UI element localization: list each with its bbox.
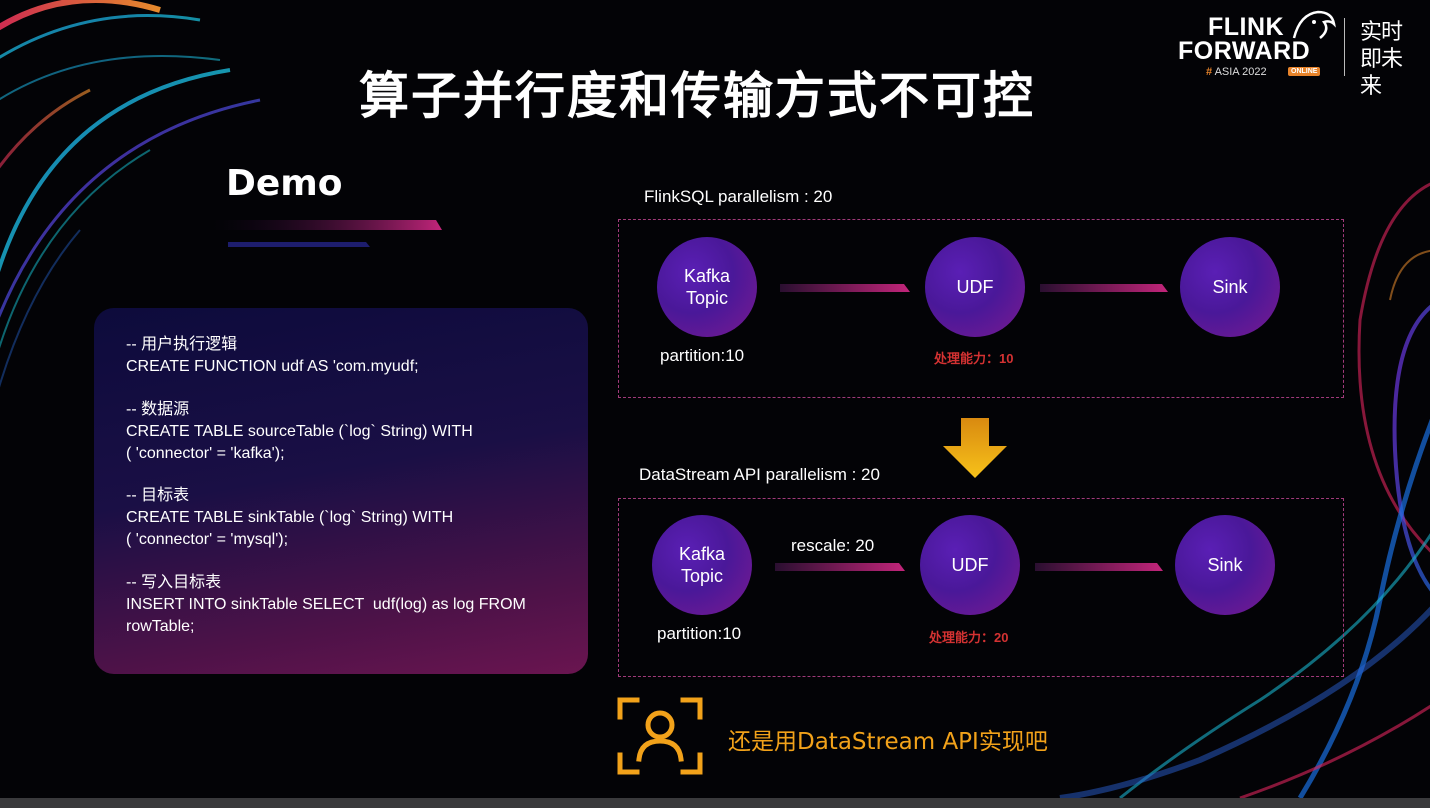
flow-top-link-1	[780, 284, 910, 292]
code-panel: -- 用户执行逻辑 CREATE FUNCTION udf AS 'com.my…	[94, 308, 588, 674]
flow-bottom-udf-node: UDF	[920, 515, 1020, 615]
code-block-source: -- 数据源 CREATE TABLE sourceTable (`log` S…	[126, 401, 473, 462]
bottom-bar	[0, 798, 1430, 808]
logo-event: # ASIA 2022	[1206, 66, 1267, 78]
demo-heading: Demo	[226, 163, 343, 204]
flow-bottom-box	[618, 498, 1344, 677]
flow-bottom-sink-label: Sink	[1207, 555, 1243, 575]
online-badge: ONLINE	[1288, 67, 1321, 76]
flow-top-link-2	[1040, 284, 1168, 292]
logo-event-text: ASIA 2022	[1214, 66, 1267, 78]
flow-top-kafka-label: Kafka Topic	[683, 266, 731, 308]
flow-bottom-sink-node: Sink	[1175, 515, 1275, 615]
flow-top-partition: partition:10	[660, 346, 745, 365]
code-block-udf: -- 用户执行逻辑 CREATE FUNCTION udf AS 'com.my…	[126, 336, 419, 375]
flow-top-label: FlinkSQL parallelism : 20	[644, 187, 833, 206]
flow-top-capacity: 处理能力：10	[934, 351, 1014, 366]
flow-top-kafka-node: Kafka Topic	[657, 237, 757, 337]
flow-bottom-kafka-node: Kafka Topic	[652, 515, 752, 615]
code-block-insert: -- 写入目标表 INSERT INTO sinkTable SELECT ud…	[126, 574, 526, 635]
page-title: 算子并行度和传输方式不可控	[359, 67, 1035, 125]
flow-top-sink-node: Sink	[1180, 237, 1280, 337]
down-arrow-icon	[943, 418, 1007, 478]
flow-bottom-rescale: rescale: 20	[791, 536, 875, 555]
logo-divider	[1344, 18, 1345, 76]
logo-slogan: 实时即未来	[1360, 19, 1403, 98]
person-focus-icon	[617, 697, 703, 775]
flow-bottom-label: DataStream API parallelism : 20	[639, 465, 880, 484]
flow-bottom-link-2	[1035, 563, 1163, 571]
flow-top-udf-label: UDF	[956, 277, 994, 297]
logo-hash: #	[1206, 66, 1213, 78]
logo-line1: FLINK	[1208, 13, 1285, 41]
squirrel-icon	[1292, 10, 1336, 39]
logo-line2: FORWARD	[1178, 37, 1311, 65]
flow-bottom-kafka-label: Kafka Topic	[678, 544, 726, 586]
flow-top-udf-node: UDF	[925, 237, 1025, 337]
flow-bottom-link-1	[775, 563, 905, 571]
code-block-sink: -- 目标表 CREATE TABLE sinkTable (`log` Str…	[126, 487, 454, 548]
flow-bottom-udf-label: UDF	[951, 555, 989, 575]
flink-forward-logo: FLINK FORWARD # ASIA 2022 ONLINE 实时即未来	[1176, 10, 1426, 98]
flow-bottom-capacity: 处理能力：20	[929, 630, 1009, 645]
flow-bottom-partition: partition:10	[657, 624, 742, 643]
flow-top-box	[618, 219, 1344, 398]
flow-top-sink-label: Sink	[1212, 277, 1248, 297]
conclusion-text: 还是用DataStream API实现吧	[728, 729, 1048, 755]
